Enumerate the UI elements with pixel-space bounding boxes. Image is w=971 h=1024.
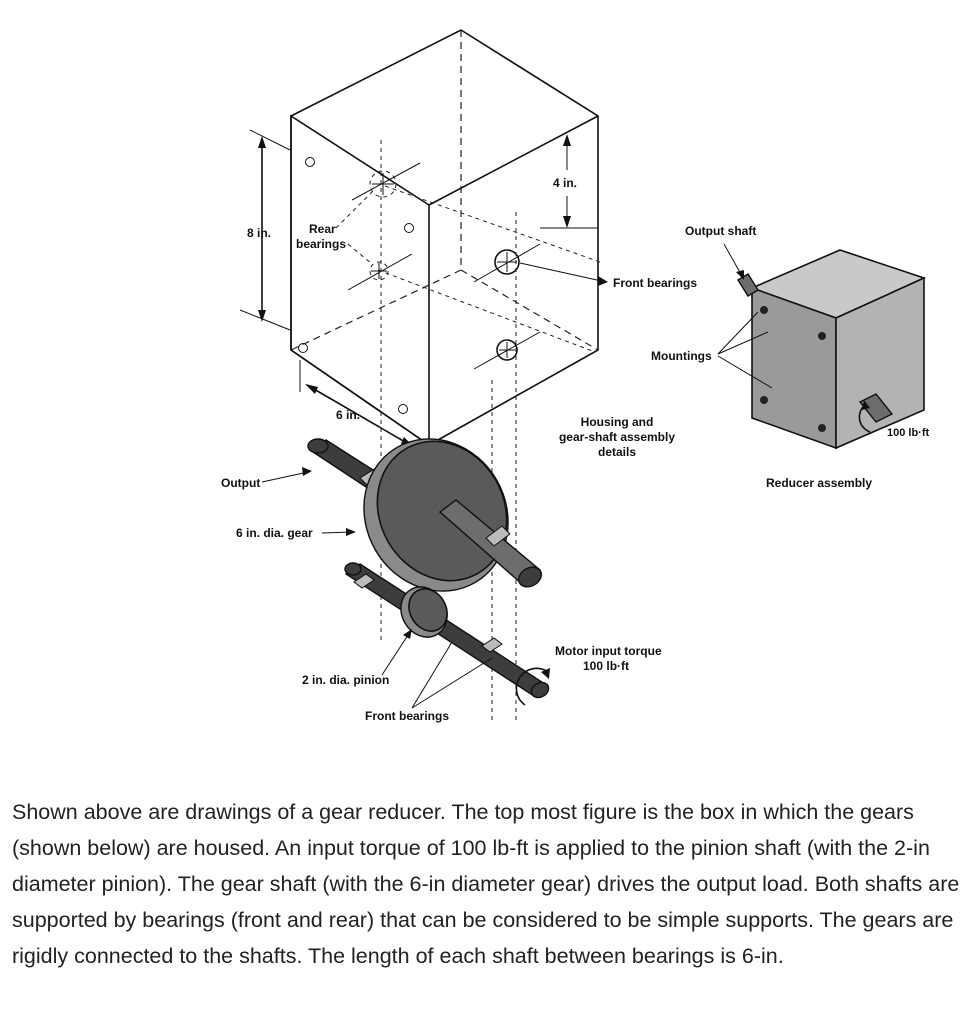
- front-bearings-gear-label: Front bearings: [365, 709, 449, 723]
- rear-bearings-label-1: Rear: [309, 222, 336, 236]
- dimension-6in-label: 6 in.: [336, 408, 360, 422]
- pinion-label: 2 in. dia. pinion: [302, 673, 389, 687]
- reducer-torque-label: 100 lb·ft: [887, 427, 930, 439]
- gear-reducer-diagram: 8 in. 4 in. 6 in. Rear bearings Front be…: [221, 29, 930, 723]
- motor-torque-label-1: Motor input torque: [555, 644, 662, 658]
- gear-label: 6 in. dia. gear: [236, 526, 313, 540]
- front-bearings-housing-label: Front bearings: [613, 276, 697, 290]
- reducer-assembly-label: Reducer assembly: [766, 476, 872, 490]
- caption-line-3: details: [598, 445, 636, 459]
- problem-description: Shown above are drawings of a gear reduc…: [12, 800, 960, 968]
- mountings-label: Mountings: [651, 349, 712, 363]
- rear-bearings-label-2: bearings: [296, 237, 346, 251]
- output-shaft-label: Output shaft: [685, 224, 756, 238]
- caption-line-1: Housing and: [581, 415, 654, 429]
- housing-box: [239, 29, 608, 720]
- reducer-assembly: [717, 243, 927, 450]
- motor-torque-label-2: 100 lb·ft: [583, 659, 629, 673]
- dimension-8in-label: 8 in.: [247, 226, 271, 240]
- dimension-4in-label: 4 in.: [553, 176, 577, 190]
- output-label: Output: [221, 476, 260, 490]
- caption-line-2: gear-shaft assembly: [559, 430, 675, 444]
- gear-shaft-assembly: [261, 438, 550, 709]
